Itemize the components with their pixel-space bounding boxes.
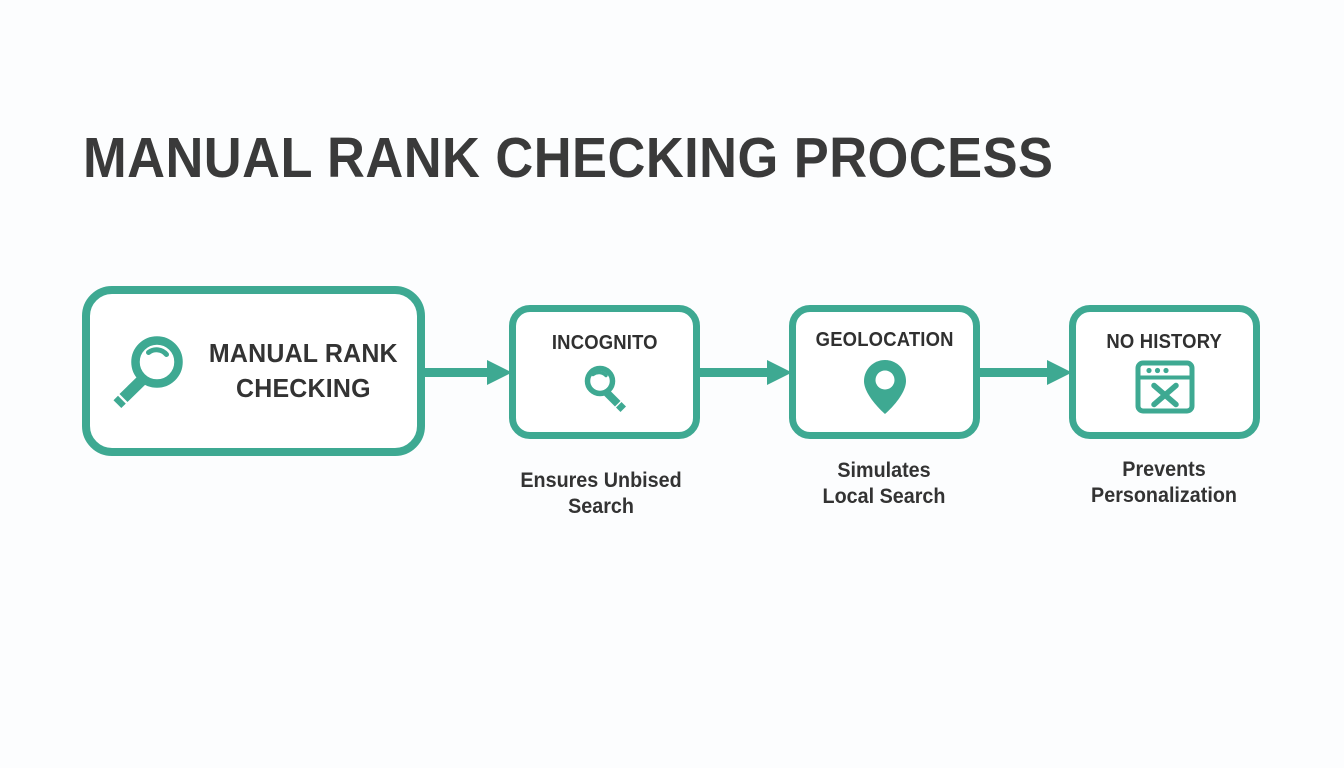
browser-window-x-icon	[1135, 360, 1195, 414]
flow-box-step-label: NO HISTORY	[1106, 330, 1223, 353]
flow-box-primary-label: MANUAL RANK CHECKING	[209, 336, 398, 406]
caption-line-1: Simulates	[837, 459, 931, 482]
caption-line-2: Search	[568, 495, 634, 518]
step-caption-geolocation: Simulates Local Search	[762, 458, 1006, 510]
page-title: MANUAL RANK CHECKING PROCESS	[83, 126, 1054, 190]
arrow-right-icon	[980, 359, 1072, 385]
flow-box-step-label: INCOGNITO	[551, 331, 658, 354]
arrow-right-icon	[700, 359, 792, 385]
primary-label-line-2: CHECKING	[236, 373, 371, 403]
magnifier-icon	[105, 328, 191, 414]
map-pin-icon	[861, 358, 909, 416]
flow-box-no-history[interactable]: NO HISTORY	[1069, 305, 1260, 439]
caption-line-2: Personalization	[1091, 484, 1237, 507]
primary-label-line-1: MANUAL RANK	[209, 338, 398, 368]
flow-box-manual-rank-checking[interactable]: MANUAL RANK CHECKING	[82, 286, 425, 456]
caption-line-1: Ensures Unbised	[520, 469, 682, 492]
step-caption-incognito: Ensures Unbised Search	[479, 468, 723, 520]
flow-box-incognito[interactable]: INCOGNITO	[509, 305, 700, 439]
arrow-right-icon	[424, 359, 512, 385]
flow-box-step-label: GEOLOCATION	[815, 328, 954, 351]
flow-box-geolocation[interactable]: GEOLOCATION	[789, 305, 980, 439]
step-caption-no-history: Prevents Personalization	[1042, 457, 1286, 509]
magnifier-small-icon	[579, 361, 631, 413]
caption-line-1: Prevents	[1122, 458, 1206, 481]
caption-line-2: Local Search	[822, 485, 946, 508]
